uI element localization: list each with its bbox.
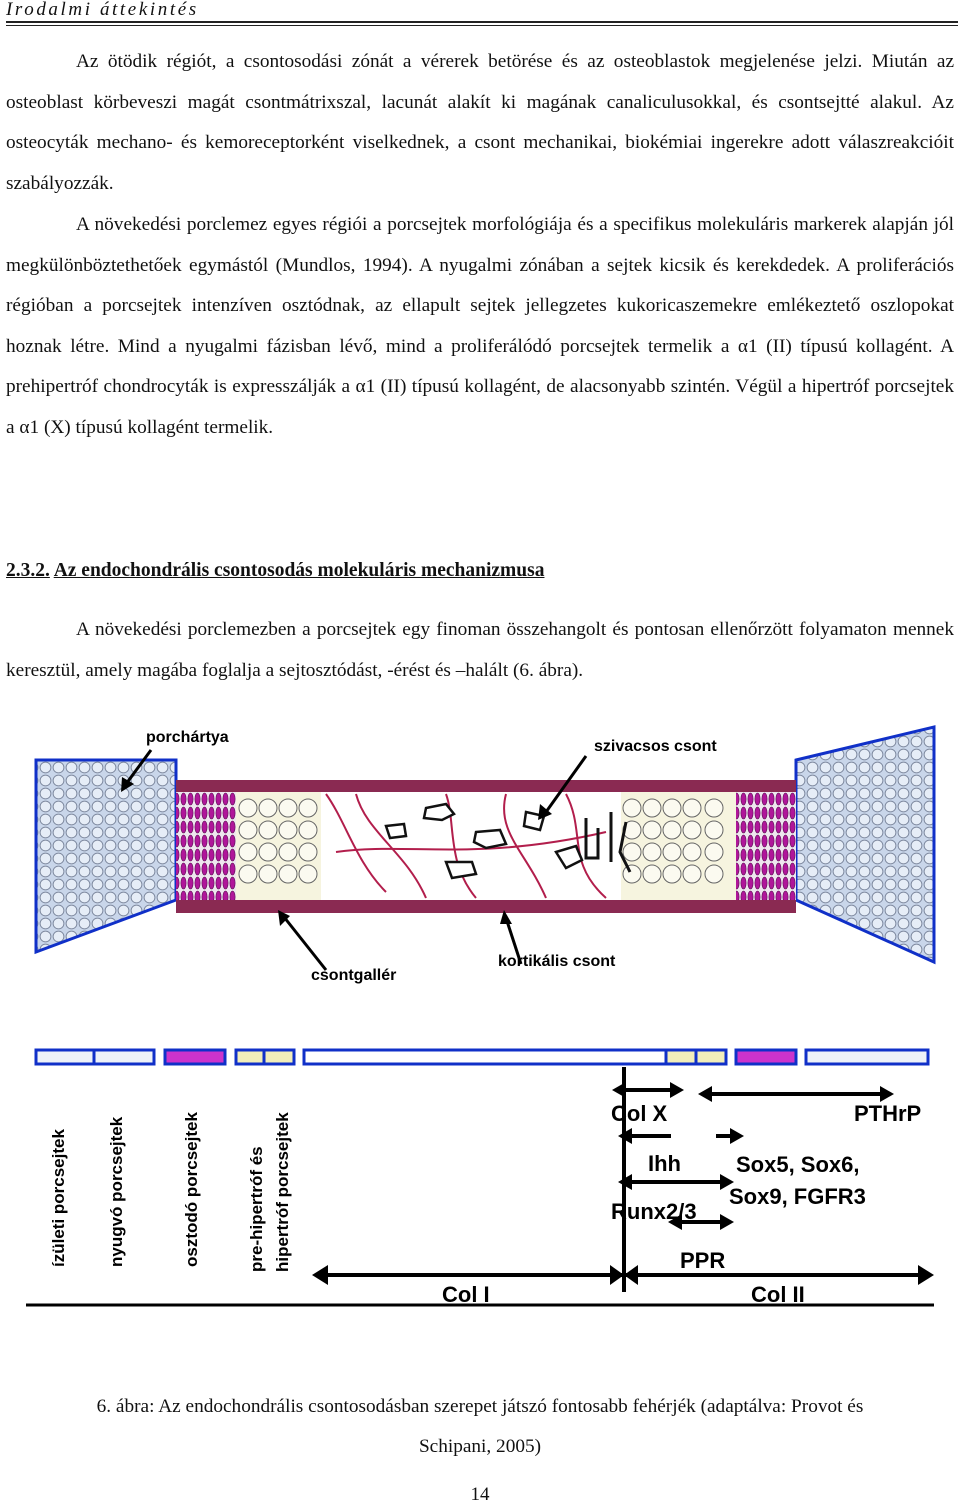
marker-ihh: Ihh	[648, 1151, 681, 1176]
section-title: Az endochondrális csontosodás molekulári…	[53, 560, 545, 581]
header-rule	[6, 21, 958, 23]
cortical-bone-bottom	[176, 900, 796, 913]
bone-shape	[34, 725, 936, 965]
marker-ppr: PPR	[680, 1248, 725, 1273]
zone-bar-prehypertrophic	[234, 1048, 266, 1066]
section-number: 2.3.2.	[6, 560, 50, 581]
caption-line-1: 6. ábra: Az endochondrális csontosodásba…	[96, 1396, 864, 1417]
zone-label-proliferative: osztodó porcsejtek	[182, 1112, 201, 1267]
marker-col-i: Col I	[442, 1282, 490, 1307]
zone-bar	[34, 1048, 930, 1066]
label-spongy-bone: szivacsos csont	[594, 738, 717, 755]
running-header: Irodalmi áttekintés	[6, 0, 958, 26]
bone-annotation-arrows	[124, 749, 588, 971]
marker-sox-line2: Sox9, FGFR3	[729, 1184, 866, 1209]
header-rule-thin	[6, 25, 958, 26]
label-bone-collar: csontgallér	[311, 967, 396, 984]
marker-arrows	[26, 1067, 934, 1307]
zone-bar-proliferative	[163, 1048, 227, 1066]
marker-pthrp: PTHrP	[854, 1101, 921, 1126]
marker-sox-line1: Sox5, Sox6,	[736, 1152, 860, 1177]
perichondrium-top	[176, 780, 796, 792]
bone-diagram: porchártya szivacsos csont csontgallér k…	[26, 725, 936, 1307]
marker-runx: Runx2/3	[611, 1199, 697, 1224]
page-number: 14	[470, 1484, 490, 1505]
zone-bar-bone	[302, 1048, 668, 1066]
zone-label-prehypertrophic: pre-hipertróf és	[247, 1146, 266, 1272]
zone-label-hypertrophic: hipertróf porcsejtek	[273, 1112, 292, 1272]
label-cortical-bone: kortikális csont	[498, 953, 616, 970]
paragraph-growth-plate-process: A növekedési porclemezben a porcsejtek e…	[6, 619, 954, 681]
paragraph-growth-plate-regions: A növekedési porclemez egyes régiói a po…	[6, 214, 954, 438]
figure-caption: 6. ábra: Az endochondrális csontosodásba…	[0, 1387, 960, 1467]
label-perichondrium: porchártya	[146, 729, 229, 746]
zone-bar-hypertrophic	[262, 1048, 296, 1066]
caption-line-2: Schipani, 2005)	[418, 1436, 542, 1457]
marker-col-ii: Col II	[751, 1282, 805, 1307]
figure-6: porchártya szivacsos csont csontgallér k…	[26, 722, 938, 1317]
section-heading: 2.3.2. Az endochondrális csontosodás mol…	[6, 560, 544, 582]
proliferative-zone-right	[736, 792, 796, 900]
zone-label-resting: nyugvó porcsejtek	[107, 1116, 126, 1267]
marker-col-x: Col X	[611, 1101, 668, 1126]
paragraph-ossification-zone: Az ötödik régiót, a csontosodási zónát a…	[6, 51, 954, 194]
proliferative-zone-left	[176, 792, 236, 900]
zone-label-articular: ízületi porcsejtek	[49, 1129, 68, 1267]
running-header-title: Irodalmi áttekintés	[6, 0, 199, 20]
zone-bar-resting	[92, 1048, 156, 1066]
